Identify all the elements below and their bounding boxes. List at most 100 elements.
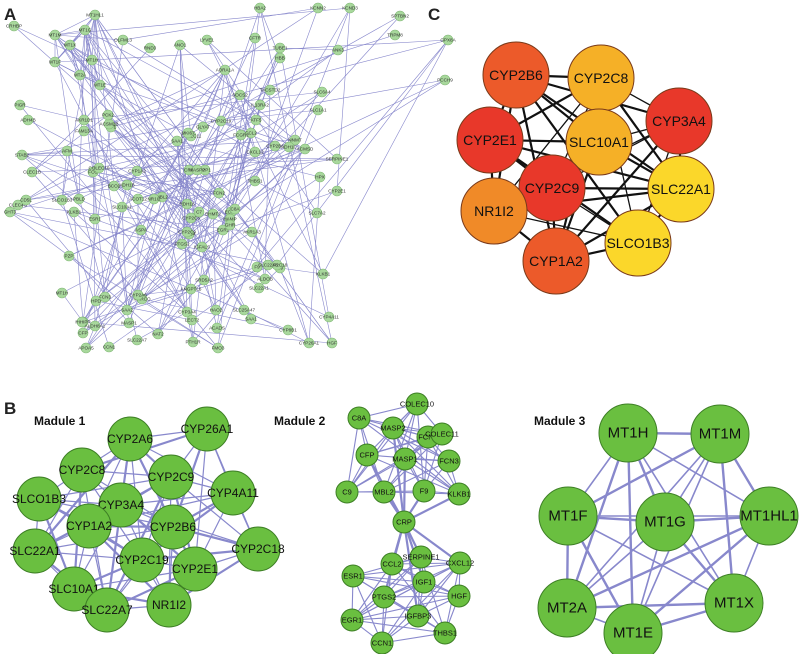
module-1-node-cyp4a11[interactable]: CYP4A11 (207, 470, 259, 516)
panel-a-node-kcnd3[interactable]: KCND3 (342, 2, 358, 14)
module-3-node-mt2a[interactable]: MT2A (537, 578, 597, 638)
panel-a-node-il13ra2[interactable]: IL13RA2 (251, 99, 269, 111)
panel-a-node-trpm8[interactable]: TRPM8 (387, 29, 403, 41)
panel-a-node-atf5[interactable]: ATF5 (251, 114, 262, 126)
panel-a-node-ccn1[interactable]: CCN1 (103, 341, 116, 353)
panel-a-node-slc25a47[interactable]: SLC25A47 (233, 304, 256, 316)
panel-a-node-masp2[interactable]: MASP2 (189, 164, 205, 176)
panel-a-node-cyp2c9[interactable]: CYP2C9 (178, 226, 196, 238)
panel-a-node-slc22a7[interactable]: SLC22A7 (127, 334, 147, 346)
panel-a-node-clec1b[interactable]: CLEC1B (23, 166, 41, 178)
panel-a-node-acads[interactable]: ACADS (209, 322, 225, 334)
module-1-node-slc10a1[interactable]: SLC10A1 (48, 566, 100, 612)
panel-a-node-masp1[interactable]: MASP1 (121, 317, 137, 329)
panel-a-node-tube1[interactable]: TUBE1 (273, 42, 288, 54)
panel-a-node-fcgr2[interactable]: FCGR2 (233, 129, 249, 141)
module-2-node-hgf[interactable]: HGF (447, 584, 471, 608)
panel-a-node-ghr[interactable]: GHR (224, 219, 236, 231)
panel-a-node-aldob[interactable]: ALDOB (257, 273, 273, 285)
panel-a-node-slc1a1[interactable]: SLC1A1 (309, 104, 327, 116)
panel-a-node-cyp2b6[interactable]: CYP2B6 (266, 140, 284, 152)
panel-a-node-thbs1[interactable]: THBS1 (248, 175, 263, 187)
panel-a-node-mt1f[interactable]: MT1F (49, 56, 61, 68)
panel-a-node-c7[interactable]: C7 (193, 206, 205, 218)
module-3-node-mt1m[interactable]: MT1M (690, 404, 750, 464)
panel-a-node-fam13a[interactable]: FAM13A (75, 125, 94, 137)
module-2-node-serpine1[interactable]: SERPINE1 (402, 545, 440, 569)
panel-a-node-saa2[interactable]: SAA2 (121, 304, 133, 316)
panel-a-node-rdh16[interactable]: RDH16 (179, 198, 195, 210)
module-2-node-fcn3[interactable]: FCN3 (437, 449, 461, 473)
module-1-node-slco1b3[interactable]: SLCO1B3 (12, 476, 66, 522)
panel-a-node-adh1c[interactable]: ADH1C (281, 141, 297, 153)
module-2-node-ccl2[interactable]: CCL2 (380, 552, 404, 576)
panel-a-node-akr1d1[interactable]: AKR1D1 (75, 114, 93, 126)
panel-a-node-slc7a2[interactable]: SLC7A2 (308, 207, 326, 219)
module-2-node-masp1[interactable]: MASP1 (392, 447, 418, 471)
panel-a-node-cyp2c8[interactable]: CYP2C8 (182, 212, 200, 224)
panel-a-node-cyp2e1[interactable]: CYP2E1 (328, 185, 346, 197)
panel-a-node-mki67[interactable]: MKI67 (181, 127, 195, 139)
panel-a-node-apoa5[interactable]: APOA5 (78, 342, 94, 354)
panel-a-node-ght3[interactable]: GHT3 (4, 206, 17, 218)
module-2-node-ptgs2[interactable]: PTGS2 (372, 585, 397, 609)
module-1-node-slc22a1[interactable]: SLC22A1 (9, 528, 61, 574)
module-3-node-mt1e[interactable]: MT1E (603, 603, 663, 659)
panel-a-node-mt1hl1[interactable]: MT1HL1 (86, 9, 104, 21)
panel-a-node-slc10a1[interactable]: SLC10A1 (112, 201, 132, 213)
module-2-node-crp[interactable]: CRP (392, 510, 416, 534)
hub-node-cyp1a2[interactable]: CYP1A2 (522, 227, 590, 295)
panel-a-node-angptl6[interactable]: ANGPTL6 (181, 283, 202, 295)
module-1-node-cyp2e1[interactable]: CYP2E1 (172, 546, 218, 592)
panel-a-node-klkb1[interactable]: KLKB1 (316, 268, 331, 280)
panel-a-node-socs2[interactable]: SOCS2 (232, 89, 248, 101)
panel-a-node-ccl2[interactable]: CCL2 (245, 127, 257, 139)
module-1-node-cyp2c18[interactable]: CYP2C18 (231, 526, 285, 572)
hub-node-cyp3a4[interactable]: CYP3A4 (645, 87, 713, 155)
panel-a-node-mt1h[interactable]: MT1H (56, 287, 69, 299)
panel-a-node-olfml3[interactable]: OLFML3 (114, 34, 132, 46)
panel-a-node-nr1i2[interactable]: NR1I2 (147, 193, 161, 205)
panel-a-node-cyp2c19[interactable]: CYP2C19 (211, 115, 232, 127)
panel-a-node-tacstd2[interactable]: TACSTD2 (260, 84, 281, 96)
panel-a-node-mt1h[interactable]: MT1H (86, 54, 99, 66)
hub-node-slc22a1[interactable]: SLC22A1 (647, 155, 715, 223)
panel-a-node-pzp[interactable]: PZP (63, 250, 75, 262)
panel-a-node-slc22a1[interactable]: SLC22A1 (249, 282, 269, 294)
panel-a-node-rnd3[interactable]: RND3 (144, 42, 157, 54)
panel-a-node-pth1r[interactable]: PTH1R (185, 336, 201, 348)
module-2-node-klkb1[interactable]: KLKB1 (447, 482, 471, 506)
panel-a-node-igfals[interactable]: IGFALS (194, 241, 210, 253)
panel-a-node-aspa[interactable]: ASPA (135, 224, 148, 236)
module-2-node-igf1[interactable]: IGF1 (412, 570, 436, 594)
panel-a-node-nat2[interactable]: NAT2 (152, 328, 164, 340)
module-2-node-thbs1[interactable]: THBS1 (433, 621, 457, 645)
panel-a-node-bhmt2[interactable]: BHMT2 (205, 208, 221, 220)
panel-a-node-nnmt[interactable]: NNMT (288, 134, 302, 146)
panel-a-node-adra1a[interactable]: ADRA1A (216, 64, 235, 76)
panel-a-node-stab2[interactable]: STAB2 (15, 149, 30, 161)
panel-a-node-cyp2a6[interactable]: CYP2A6 (129, 289, 147, 301)
panel-a-node-fcn2[interactable]: FCN2 (213, 187, 225, 199)
panel-a-node-mt1m[interactable]: MT1M (48, 29, 62, 41)
module-2-node-egr1[interactable]: EGR1 (340, 608, 364, 632)
panel-a-node-mt2a[interactable]: MT2A (74, 69, 87, 81)
panel-a-node-gpx8a[interactable]: GPX8A (440, 34, 457, 46)
hub-node-slc10a1[interactable]: SLC10A1 (565, 108, 633, 176)
module-2-node-igfbp3[interactable]: IGFBP3 (405, 604, 432, 628)
panel-a-node-adh1b[interactable]: ADH1B (119, 179, 135, 191)
panel-a-node-cyp1a2[interactable]: CYP1A2 (128, 165, 146, 177)
panel-a-node-hao2[interactable]: HAO2 (210, 304, 223, 316)
module-2-node-colec10[interactable]: COLEC10 (400, 392, 434, 416)
hub-node-slco1b3[interactable]: SLCO1B3 (604, 209, 672, 277)
module-1-node-cyp26a1[interactable]: CYP26A1 (181, 406, 234, 452)
panel-a-node-pcch9[interactable]: PCCH9 (437, 74, 453, 86)
panel-a-node-esr1[interactable]: ESR1 (89, 213, 101, 225)
panel-a-node-hpx[interactable]: HPX (314, 171, 326, 183)
module-2-node-ccn1[interactable]: CCN1 (370, 631, 394, 655)
panel-a-node-slco1b3[interactable]: SLCO1B3 (52, 194, 73, 206)
panel-a-node-ano1[interactable]: ANO1 (174, 39, 187, 51)
hub-node-nr1i2[interactable]: NR1I2 (460, 177, 528, 245)
module-1-node-cyp2a6[interactable]: CYP2A6 (107, 416, 153, 462)
panel-a-node-lyve1[interactable]: LYVE1 (200, 34, 214, 46)
